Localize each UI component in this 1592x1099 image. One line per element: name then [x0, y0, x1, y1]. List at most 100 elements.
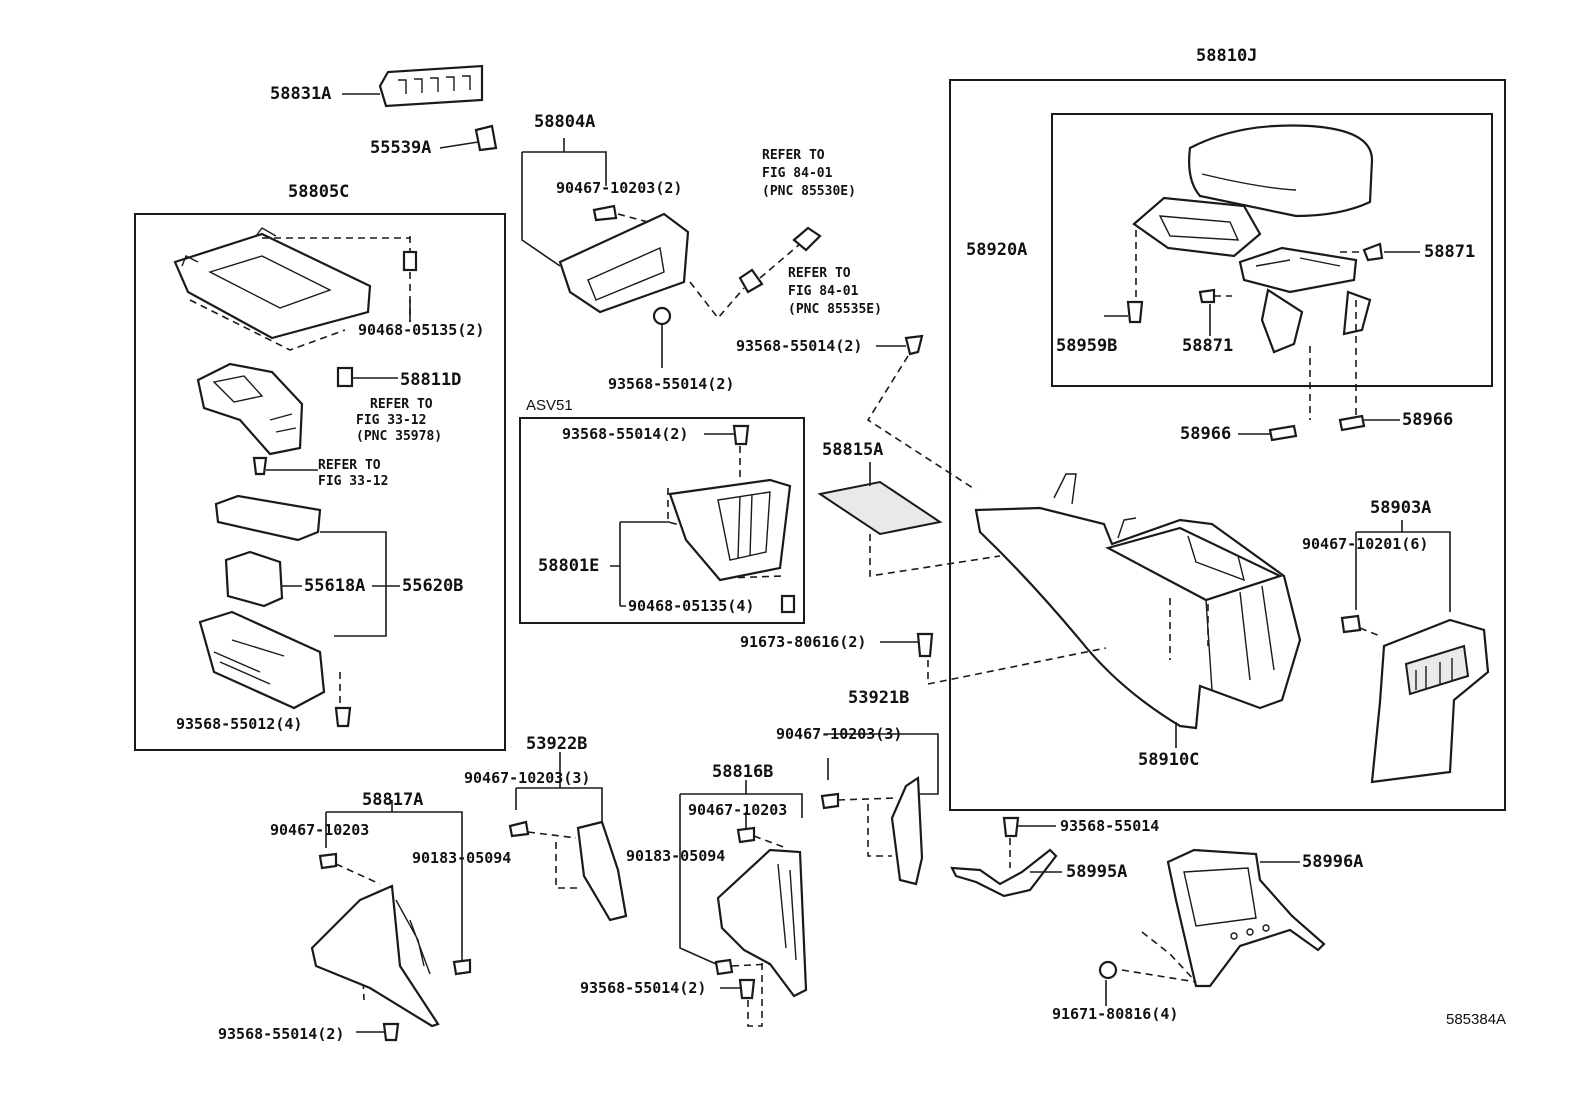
label-91673-80616-2: 91673-80616(2) — [740, 633, 867, 651]
part-91671-80816-bolt — [1098, 960, 1118, 980]
part-58996A-bracket — [1166, 848, 1326, 988]
label-58910C: 58910C — [1138, 750, 1200, 770]
label-55539A: 55539A — [370, 138, 432, 158]
label-90467-10201-6: 90467-10201(6) — [1302, 535, 1429, 553]
part-nut-a — [652, 306, 672, 326]
label-58996A: 58996A — [1302, 852, 1364, 872]
refer-fig-33-12-a-line1: REFER TO — [370, 397, 433, 412]
label-93568-55014-2-e: 93568-55014(2) — [218, 1025, 345, 1043]
group-box-asv51 — [519, 417, 805, 624]
part-58805C-shift-bezel — [173, 227, 372, 340]
label-93568-55012-4: 93568-55012(4) — [176, 715, 303, 733]
part-58804A-bracket — [558, 212, 690, 314]
label-58804A: 58804A — [534, 112, 596, 132]
refer-fig-84-01-b-line1: REFER TO — [788, 266, 851, 281]
label-90183-05094-a: 90183-05094 — [626, 847, 726, 865]
part-58871-clip-b — [1198, 288, 1216, 304]
part-90467-10203-clip-top — [592, 204, 618, 222]
label-58959B: 58959B — [1056, 336, 1118, 356]
label-90467-10203-d: 90467-10203 — [270, 821, 370, 839]
part-58871-clip-a — [1362, 242, 1384, 262]
part-58966-b — [1338, 414, 1366, 432]
label-58871-a: 58871 — [1424, 242, 1476, 262]
part-screw-58995A — [1002, 816, 1020, 838]
group-box-58920A — [1051, 113, 1493, 387]
part-90468-05135-clip — [402, 250, 418, 272]
part-bolt-a — [252, 456, 268, 476]
part-clip-asv51 — [780, 594, 796, 614]
label-58966-b: 58966 — [1402, 410, 1454, 430]
part-58959B-pin — [1126, 300, 1144, 324]
part-clip-53921B — [820, 792, 840, 810]
part-53921B-panel — [890, 776, 924, 886]
part-shift-lever-assy — [196, 362, 304, 456]
label-58815A: 58815A — [822, 440, 884, 460]
part-53922B-panel — [576, 820, 628, 922]
part-screw-58817A — [382, 1022, 400, 1042]
refer-fig-33-12-a-line3: (PNC 35978) — [356, 429, 443, 444]
label-93568-55014-2-b: 93568-55014(2) — [608, 375, 735, 393]
label-93568-55014-2-d: 93568-55014(2) — [580, 979, 707, 997]
refer-fig-84-01-b-line2: FIG 84-01 — [788, 284, 859, 299]
label-58805C: 58805C — [288, 182, 350, 202]
label-93568-55014-2-a: 93568-55014(2) — [736, 337, 863, 355]
part-lock-assy — [1238, 246, 1372, 354]
label-58811D: 58811D — [400, 370, 462, 390]
label-58831A: 58831A — [270, 84, 332, 104]
refer-fig-84-01-b-line3: (PNC 85535E) — [788, 302, 882, 317]
group-box-58810J — [949, 79, 1506, 811]
label-58801E: 58801E — [538, 556, 600, 576]
part-58831A-switch-strip — [378, 64, 484, 108]
label-90468-05135-2: 90468-05135(2) — [358, 321, 485, 339]
label-90467-10203-c: 90467-10203 — [688, 801, 788, 819]
label-91671-80816-4: 91671-80816(4) — [1052, 1005, 1179, 1023]
label-90467-10203-3-b: 90467-10203(3) — [464, 769, 591, 787]
label-55618A: 55618A — [304, 576, 366, 596]
part-58811D-clip — [336, 366, 354, 388]
part-90183-clip-b — [452, 958, 472, 976]
refer-fig-84-01-a-line2: FIG 84-01 — [762, 166, 833, 181]
figure-id: 585384A — [1446, 1011, 1507, 1028]
part-bulb-socket-a — [792, 226, 822, 252]
part-cup-holder-box — [198, 610, 326, 710]
part-58903A-vent-panel — [1370, 618, 1490, 784]
part-clip-58817A — [318, 852, 338, 870]
label-58995A: 58995A — [1066, 862, 1128, 882]
part-90467-10201-clip — [1340, 614, 1362, 634]
part-clip-53922B — [508, 820, 530, 838]
refer-fig-33-12-b-line2: FIG 33-12 — [318, 474, 389, 489]
part-58816B-panel — [716, 848, 808, 998]
part-91673-80616-bolt — [916, 632, 934, 658]
refer-fig-84-01-a-line3: (PNC 85530E) — [762, 184, 856, 199]
part-58815A-mat — [817, 480, 943, 536]
label-asv51: ASV51 — [526, 397, 573, 414]
label-58903A: 58903A — [1370, 498, 1432, 518]
label-58816B: 58816B — [712, 762, 774, 782]
part-screw-asv51 — [732, 424, 750, 446]
refer-fig-33-12-a-line2: FIG 33-12 — [356, 413, 427, 428]
part-58995A-bracket — [950, 848, 1058, 898]
label-55620B: 55620B — [402, 576, 464, 596]
label-93568-55014-2-c: 93568-55014(2) — [562, 425, 689, 443]
group-box-58805C — [134, 213, 506, 751]
part-58801E-box — [668, 478, 792, 582]
label-58966-a: 58966 — [1180, 424, 1232, 444]
part-55539A-clip — [474, 124, 498, 152]
label-58871-b: 58871 — [1182, 336, 1234, 356]
part-console-lid — [1188, 124, 1374, 218]
label-93568-55014: 93568-55014 — [1060, 817, 1160, 835]
label-58810J: 58810J — [1196, 46, 1258, 66]
part-58966-a — [1268, 424, 1298, 442]
part-bulb-socket-b — [738, 268, 764, 294]
part-lid-hinge — [1132, 196, 1262, 258]
label-58817A: 58817A — [362, 790, 424, 810]
part-screw-93568-c — [904, 334, 924, 356]
refer-fig-33-12-b-line1: REFER TO — [318, 458, 381, 473]
part-bolt-b — [334, 706, 352, 728]
label-53922B: 53922B — [526, 734, 588, 754]
part-90183-clip-a — [714, 958, 734, 976]
label-58920A: 58920A — [966, 240, 1028, 260]
part-58817A-panel — [310, 884, 440, 1028]
